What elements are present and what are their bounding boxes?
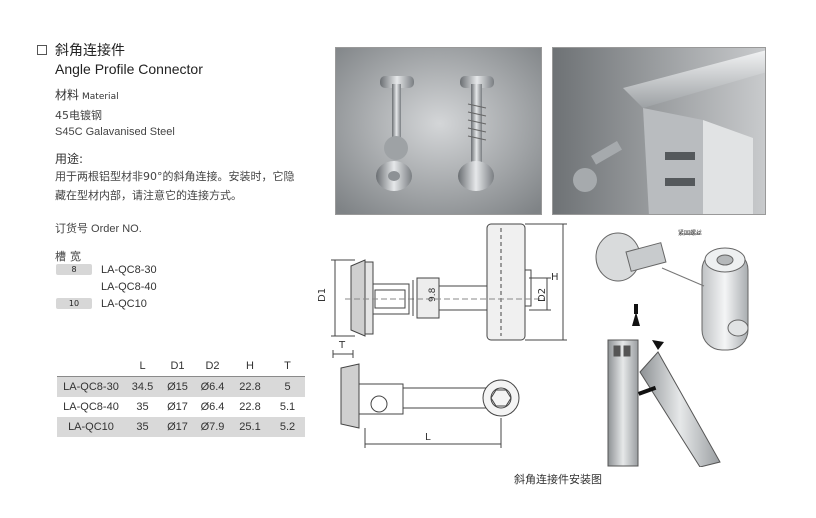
table-cell: Ø15 <box>160 376 195 397</box>
header-cell <box>57 356 125 377</box>
dim-label-l: L <box>425 432 431 443</box>
table-cell: LA-QC10 <box>57 417 125 437</box>
table-cell: 34.5 <box>125 376 160 397</box>
table-cell: Ø6.4 <box>195 376 230 397</box>
illustration-caption: 斜角连接件安装图 <box>514 473 602 486</box>
model-item: LA-QC8-40 <box>101 281 157 293</box>
dim-label-9.8: 9.8 <box>428 287 438 302</box>
dim-label-t: T <box>338 340 346 351</box>
title-cn: 斜角连接件 <box>55 43 125 59</box>
table-cell: LA-QC8-40 <box>63 401 119 413</box>
installation-photo <box>552 47 766 215</box>
table-cell: Ø6.4 <box>200 401 225 413</box>
material-value-cn: 45电镀钢 <box>55 109 102 122</box>
header-cell: H <box>246 360 254 372</box>
header-cell: D2 <box>205 360 220 372</box>
table-cell: Ø17 <box>167 401 188 413</box>
dim-label-d2: D2 <box>537 288 548 302</box>
usage-label: 用途: <box>55 152 84 166</box>
table-cell: 22.8 <box>230 376 270 397</box>
slot-badge-8: 8 <box>56 264 92 275</box>
table-cell: Ø7.9 <box>195 417 230 437</box>
slot-badge-10: 10 <box>56 298 92 309</box>
table-cell: 35 <box>125 417 160 437</box>
spec-table: L D1 D2 H T LA-QC8-30 34.5 Ø15 Ø6.4 22.8… <box>57 356 305 437</box>
header-cell: T <box>284 360 291 372</box>
model-item: LA-QC8-30 <box>101 264 157 276</box>
usage-text: 用于两根铝型材非90°的斜角连接。安装时，它隐藏在型材内部，请注意它的连接方式。 <box>55 170 295 202</box>
checkbox-icon <box>37 45 47 55</box>
table-cell: Ø17 <box>160 417 195 437</box>
table-cell: 35 <box>136 401 149 413</box>
header-cell: D1 <box>170 360 185 372</box>
table-cell: 5 <box>270 376 305 397</box>
material-value-en: S45C Galavanised Steel <box>55 126 175 138</box>
table-row: LA-QC8-40 35 Ø17 Ø6.4 22.8 5.1 <box>57 397 305 417</box>
technical-drawing: D1 9.8 D2 H T L <box>317 223 567 448</box>
table-row: LA-QC8-30 34.5 Ø15 Ø6.4 22.8 5 <box>57 376 305 397</box>
material-label-en: Material <box>82 92 119 102</box>
table-cell: 22.8 <box>239 401 261 413</box>
installation-photo-image <box>553 48 765 214</box>
title-en: Angle Profile Connector <box>55 61 203 77</box>
assembly-illustration <box>595 232 749 467</box>
table-cell: 5.2 <box>270 417 305 437</box>
header-cell: L <box>139 360 146 372</box>
slot-width-label: 槽宽 <box>55 250 85 263</box>
table-cell: 25.1 <box>230 417 270 437</box>
spec-table-header: L D1 D2 H T <box>57 356 305 377</box>
order-label: 订货号 Order NO. <box>55 223 142 235</box>
material-label-cn: 材料 <box>55 88 80 102</box>
dim-label-d1: D1 <box>317 288 328 302</box>
table-row: LA-QC10 35 Ø17 Ø7.9 25.1 5.2 <box>57 417 305 437</box>
product-photo-image <box>336 48 541 214</box>
dim-label-h: H <box>551 272 559 283</box>
product-photo <box>335 47 542 215</box>
screw-callout: 紧固螺丝 <box>678 230 703 237</box>
table-cell: LA-QC8-30 <box>57 376 125 397</box>
model-item: LA-QC10 <box>101 298 147 310</box>
table-cell: 5.1 <box>279 401 296 413</box>
